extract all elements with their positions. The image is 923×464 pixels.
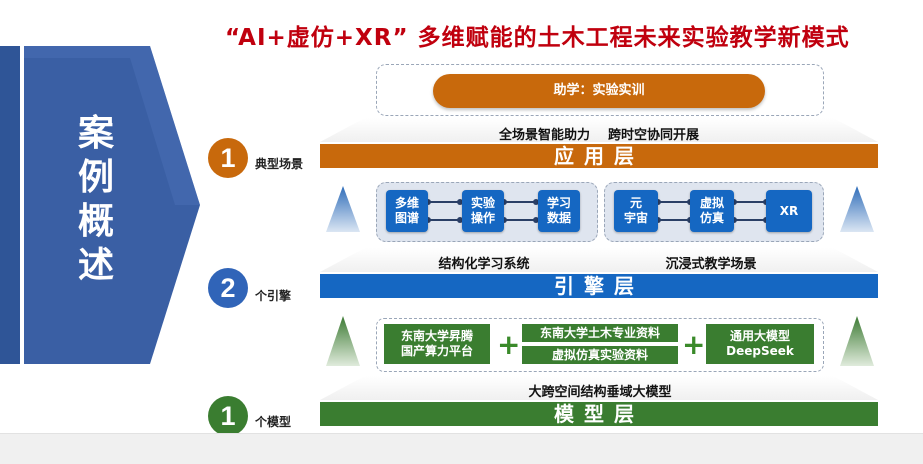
page-title: “AI+虚仿+XR” 多维赋能的土木工程未来实验教学新模式 [225, 25, 850, 51]
side-label: 案 例 概 述 [77, 113, 114, 286]
model-dashed-frame [376, 318, 824, 372]
up-arrow-left-lower [326, 316, 360, 366]
model-caption: 大跨空间结构垂域大模型 [528, 385, 672, 400]
model-node-compute-platform: 东南大学昇腾 国产算力平台 [384, 324, 490, 364]
engine-node-learning-data: 学习 数据 [538, 190, 580, 232]
model-node-vr-materials: 虚拟仿真实验资料 [522, 346, 678, 364]
up-arrow-left-upper [326, 186, 360, 232]
plus-icon-right: + [682, 328, 706, 361]
up-arrow-right-lower [840, 316, 874, 366]
engine-caption-left: 结构化学习系统 [438, 257, 530, 272]
model-band: 模型层 [320, 402, 878, 426]
application-dashed-frame [376, 64, 824, 116]
engine-node-metaverse: 元 宇宙 [614, 190, 658, 232]
engine-caption-right: 沉浸式教学场景 [665, 257, 757, 272]
model-level-number: 1 [208, 396, 248, 436]
model-band-top [320, 376, 878, 400]
up-arrow-right-upper [840, 186, 874, 232]
engine-level-label: 个引擎 [255, 289, 292, 303]
application-band-top [320, 118, 878, 142]
side-chevron-panel [0, 46, 200, 364]
model-level-label: 个模型 [255, 415, 292, 429]
application-level-label: 典型场景 [255, 157, 304, 171]
engine-node-xr: XR [766, 190, 812, 232]
model-node-deepseek: 通用大模型 DeepSeek [706, 324, 814, 364]
engine-node-experiment-operation: 实验 操作 [462, 190, 504, 232]
application-caption: 全场景智能助力 跨时空协同开展 [498, 128, 700, 143]
application-band: 应用层 [320, 144, 878, 168]
application-level-number: 1 [208, 138, 248, 178]
engine-node-knowledge-graph: 多维 图谱 [386, 190, 428, 232]
engine-node-virtual-simulation: 虚拟 仿真 [690, 190, 734, 232]
engine-level-number: 2 [208, 268, 248, 308]
model-node-civil-materials: 东南大学土木专业资料 [522, 324, 678, 342]
plus-icon-left: + [497, 328, 521, 361]
engine-band-top [320, 248, 878, 272]
bottom-strip [0, 433, 923, 464]
application-top-pill: 助学：实验实训 [433, 74, 765, 108]
engine-band: 引擎层 [320, 274, 878, 298]
